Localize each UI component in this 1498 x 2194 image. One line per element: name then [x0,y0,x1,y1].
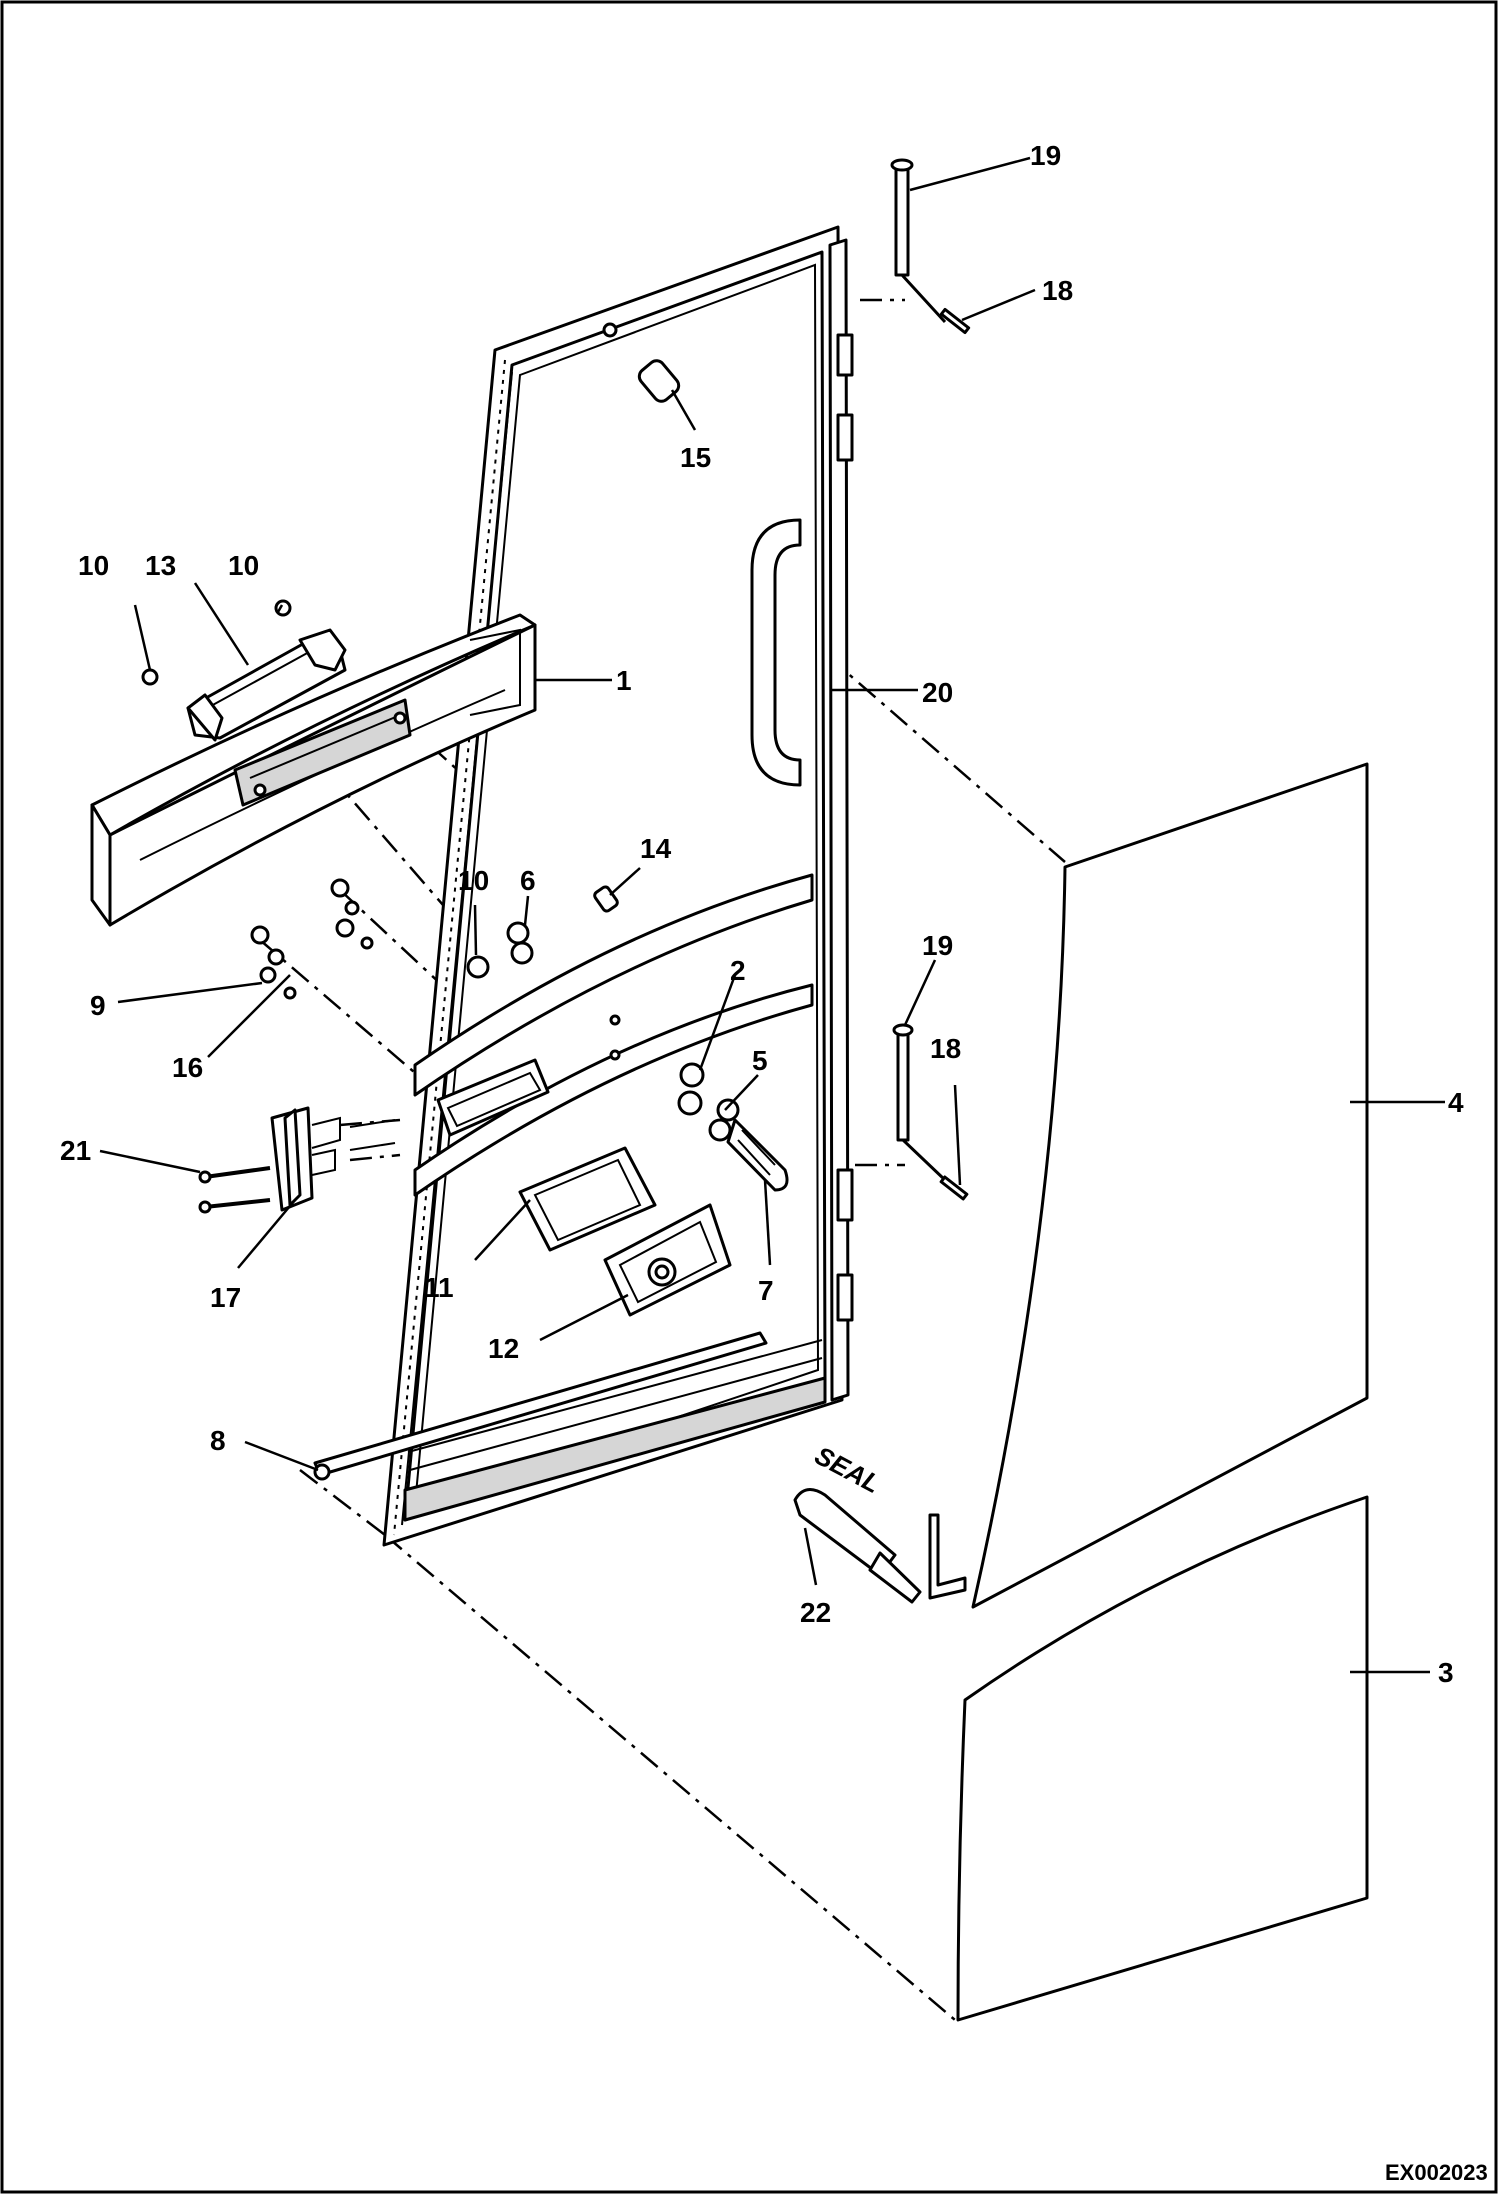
callout-22: 22 [800,1597,831,1628]
seal-label: SEAL [810,1440,885,1499]
callout-4: 4 [1448,1087,1464,1118]
callout-1: 1 [616,665,632,696]
callout-8: 8 [210,1425,226,1456]
callout-3: 3 [1438,1657,1454,1688]
fasteners [250,878,740,1142]
callout-14: 14 [640,833,672,864]
inner-handle-bracket [90,613,537,927]
callout-10-top: 10 [228,550,259,581]
callout-21: 21 [60,1135,91,1166]
callout-6: 6 [520,865,536,896]
lock-handle-12 [603,1203,732,1317]
hinge-pin-upper [890,158,971,335]
callout-10-mid: 10 [458,865,489,896]
striker-17 [270,1106,396,1212]
spacer-14 [593,885,619,913]
callout-12: 12 [488,1333,519,1364]
leader-lines [99,156,1445,1674]
seal-tube-22: SEAL [793,1440,967,1604]
callout-17: 17 [210,1282,241,1313]
callout-11: 11 [424,1272,454,1303]
callouts: 1 2 3 4 5 6 7 8 9 10 13 10 10 11 12 14 1… [60,140,1464,1688]
callout-18-upper: 18 [1042,275,1073,306]
callout-16: 16 [172,1052,203,1083]
screws-21 [198,1166,271,1214]
callout-20: 20 [922,677,953,708]
door-frame [313,225,854,1547]
callout-15: 15 [680,442,711,473]
window-glass-lower [956,1495,1369,2022]
pin-8 [313,1463,331,1481]
callout-10-left: 10 [78,550,109,581]
bushing-15 [602,322,681,403]
latch-7 [726,1118,789,1192]
callout-2: 2 [730,955,746,986]
handle-bezel-11 [518,1146,657,1252]
callout-9: 9 [90,990,106,1021]
callout-19-upper: 19 [1030,140,1061,171]
callout-5: 5 [752,1045,768,1076]
callout-18-lower: 18 [930,1033,961,1064]
callout-7: 7 [758,1275,774,1306]
hinge-pin-lower [892,1023,969,1201]
window-glass-upper [971,762,1369,1609]
callout-19-lower: 19 [922,930,953,961]
drawing-id: EX002023 [1385,2160,1488,2185]
callout-13: 13 [145,550,176,581]
